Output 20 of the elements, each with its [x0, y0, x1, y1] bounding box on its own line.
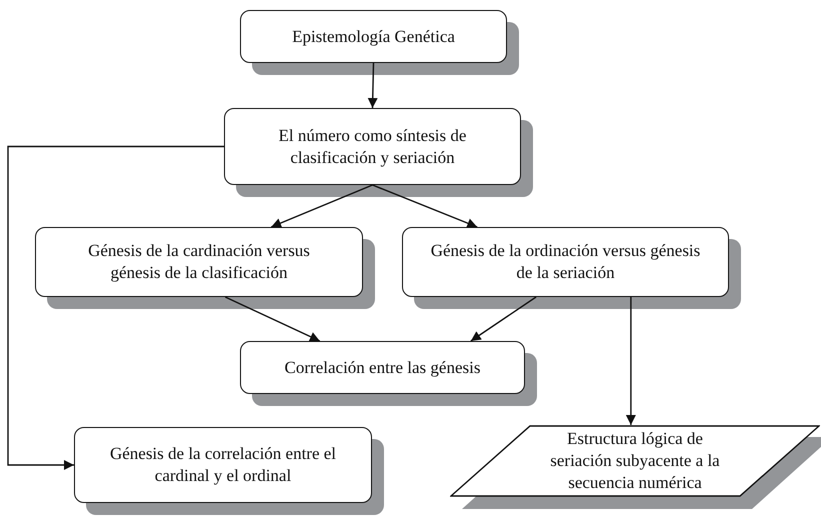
node-text: Estructura lógica de seriación subyacente a la secuencia numérica [549, 428, 721, 494]
node-text: Génesis de la cardinación versus génesis de la clasificación [87, 240, 311, 284]
rounded-box [74, 427, 372, 503]
arrow [470, 296, 536, 342]
rounded-box [402, 227, 729, 297]
node-text: Génesis de la ordinación versus génesis de la seriación [430, 240, 700, 284]
node-text: Epistemología Genética [292, 26, 455, 48]
rounded-box [224, 108, 521, 185]
arrow [368, 62, 378, 108]
node-text: El número como síntesis de clasificación y seriación [278, 124, 468, 168]
arrow [224, 296, 320, 342]
node-text: Correlación entre las génesis [284, 356, 480, 378]
arrow [7, 146, 224, 470]
arrow [626, 297, 636, 425]
arrow [270, 184, 373, 228]
rounded-box [240, 341, 525, 394]
rounded-box [35, 227, 363, 297]
node-text: Génesis de la correlación entre el cardinal y el ordinal [108, 443, 338, 487]
rounded-box [240, 10, 507, 63]
arrow [372, 184, 478, 228]
